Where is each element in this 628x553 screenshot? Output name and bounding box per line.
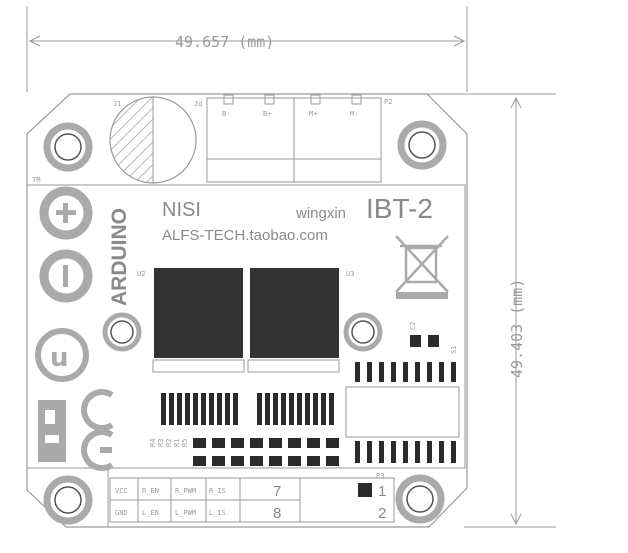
ic-s1 bbox=[345, 362, 460, 463]
header-r-pwm: R_PWM bbox=[175, 487, 196, 495]
terminal-b-plus: B+ bbox=[263, 110, 271, 118]
header-gnd: GND bbox=[115, 509, 128, 517]
height-label: 49.403 (mm) bbox=[508, 279, 526, 378]
chip-u3 bbox=[247, 268, 340, 373]
header-vcc: VCC bbox=[115, 487, 128, 495]
terminal-m-plus: M+ bbox=[309, 110, 317, 118]
mount-hole-mid-left bbox=[102, 312, 142, 352]
header-l-en: L_EN bbox=[142, 509, 159, 517]
terminal-block bbox=[206, 94, 382, 183]
shop-url-text: ALFS-TECH.taobao.com bbox=[162, 227, 328, 244]
rohs-mark bbox=[38, 400, 66, 462]
ce-mark bbox=[81, 389, 114, 471]
terminal-b-minus: B- bbox=[222, 110, 230, 118]
capacitor-c2 bbox=[410, 335, 439, 347]
ul-mark: u bbox=[35, 328, 89, 382]
header-connector bbox=[109, 477, 395, 523]
width-dimension bbox=[26, 6, 468, 92]
mount-hole-bottom-right bbox=[395, 474, 445, 524]
label-r1: R1 bbox=[173, 439, 181, 447]
svg-text:u: u bbox=[50, 343, 69, 373]
header-l-pwm: L_PWM bbox=[175, 509, 196, 517]
label-p2: P2 bbox=[384, 98, 392, 106]
capacitor-j1 bbox=[109, 96, 197, 184]
weee-bin-icon bbox=[395, 235, 449, 299]
label-j1: J1 bbox=[113, 100, 121, 108]
label-u3: U3 bbox=[346, 270, 354, 278]
header-pin-7: 7 bbox=[273, 483, 281, 500]
mount-hole-top-left bbox=[43, 122, 93, 172]
author-text: wingxin bbox=[295, 205, 346, 222]
model-text: IBT-2 bbox=[366, 193, 433, 224]
label-p3: P3 bbox=[376, 472, 384, 480]
label-r2: R2 bbox=[165, 439, 173, 447]
header-r-en: R_EN bbox=[142, 487, 159, 495]
label-r4: R4 bbox=[149, 439, 157, 447]
header-p3-pin-1: 1 bbox=[378, 483, 386, 500]
inner-frame bbox=[26, 184, 466, 527]
chip-u2 bbox=[152, 268, 245, 373]
mount-hole-mid-right bbox=[343, 312, 383, 352]
arduino-logo bbox=[39, 186, 93, 303]
header-r-is: R_IS bbox=[209, 487, 226, 495]
label-jd: Jd bbox=[194, 100, 202, 108]
terminal-m-minus: M- bbox=[350, 110, 358, 118]
label-r3: R3 bbox=[157, 439, 165, 447]
header-pin1-square bbox=[358, 483, 372, 497]
resistor-array-left bbox=[161, 393, 238, 425]
label-r5: R5 bbox=[181, 439, 189, 447]
header-p3-pin-2: 2 bbox=[378, 505, 386, 522]
mount-hole-bottom-left bbox=[43, 475, 93, 525]
resistor-array-right bbox=[257, 393, 334, 425]
resistor-pad-grid bbox=[193, 438, 339, 466]
header-pin-8: 8 bbox=[273, 505, 281, 522]
width-label: 49.657 (mm) bbox=[175, 33, 274, 51]
label-s1: S1 bbox=[450, 346, 458, 354]
brand-text: NISI bbox=[162, 199, 201, 221]
label-u2: U2 bbox=[137, 270, 145, 278]
header-l-is: L_IS bbox=[209, 509, 226, 517]
arduino-text: ARDUINO bbox=[108, 208, 131, 306]
label-c2: C2 bbox=[409, 322, 417, 330]
mount-hole-top-right bbox=[397, 120, 447, 170]
trademark-text: TM bbox=[32, 176, 40, 184]
